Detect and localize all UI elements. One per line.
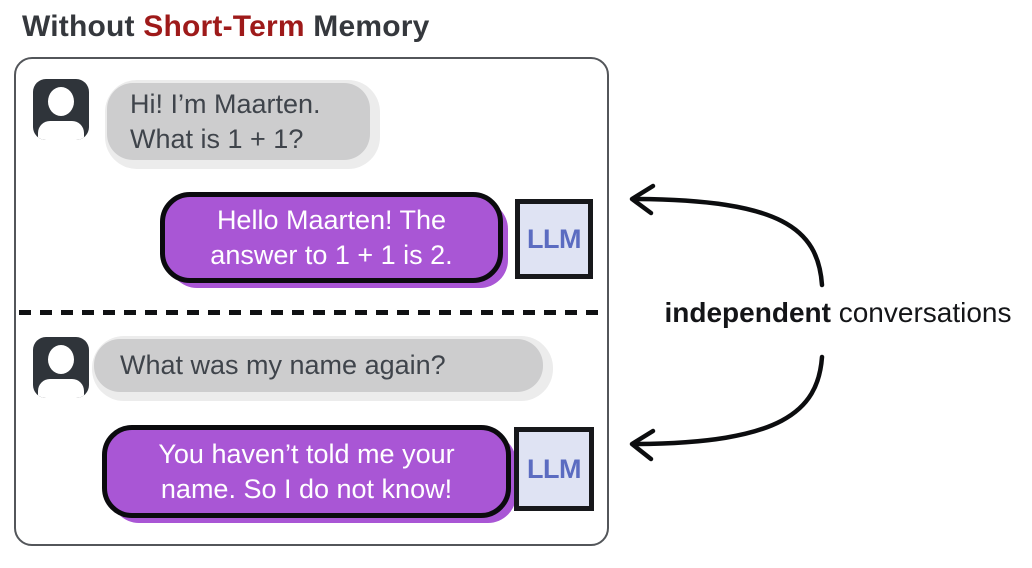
title-highlight: Short-Term bbox=[143, 10, 305, 43]
user-message-1: Hi! I’m Maarten. What is 1 + 1? bbox=[107, 83, 370, 160]
llm-badge-2: LLM bbox=[514, 427, 594, 511]
user-avatar-icon bbox=[33, 79, 89, 140]
annotation-bold: independent bbox=[664, 297, 831, 328]
llm-badge-1: LLM bbox=[515, 199, 593, 279]
page-title: Without Short-Term Memory bbox=[22, 10, 430, 44]
llm-message-1: Hello Maarten! The answer to 1 + 1 is 2. bbox=[160, 192, 503, 283]
llm-badge-2-label: LLM bbox=[527, 453, 581, 484]
dashed-divider bbox=[19, 310, 605, 315]
person-icon-shoulders bbox=[38, 379, 84, 398]
user-message-2: What was my name again? bbox=[94, 339, 543, 392]
curved-arrow-top-icon bbox=[629, 183, 825, 288]
title-part-1: Without bbox=[22, 10, 144, 43]
user-message-2-line-1: What was my name again? bbox=[120, 350, 446, 380]
llm-message-2: You haven’t told me your name. So I do n… bbox=[102, 425, 511, 518]
user-message-1-line-1: Hi! I’m Maarten. bbox=[130, 88, 321, 119]
llm-message-1-line-1: Hello Maarten! The bbox=[216, 204, 447, 235]
chat-panel: Hi! I’m Maarten. What is 1 + 1? Hello Ma… bbox=[14, 57, 609, 546]
user-avatar-icon bbox=[33, 337, 89, 398]
curved-arrow-bottom-icon bbox=[629, 354, 825, 462]
title-part-2: Memory bbox=[304, 10, 430, 43]
person-icon bbox=[48, 345, 74, 374]
llm-message-2-line-1: You haven’t told me your bbox=[158, 438, 455, 469]
annotation-independent-conversations: independent conversations bbox=[660, 297, 1016, 329]
llm-badge-1-label: LLM bbox=[527, 223, 581, 254]
person-icon bbox=[48, 87, 74, 116]
llm-message-1-line-2: answer to 1 + 1 is 2. bbox=[210, 239, 453, 270]
annotation-regular: conversations bbox=[830, 297, 1012, 328]
user-message-1-line-2: What is 1 + 1? bbox=[130, 123, 304, 154]
person-icon-shoulders bbox=[38, 121, 84, 140]
llm-message-2-line-2: name. So I do not know! bbox=[160, 473, 453, 504]
